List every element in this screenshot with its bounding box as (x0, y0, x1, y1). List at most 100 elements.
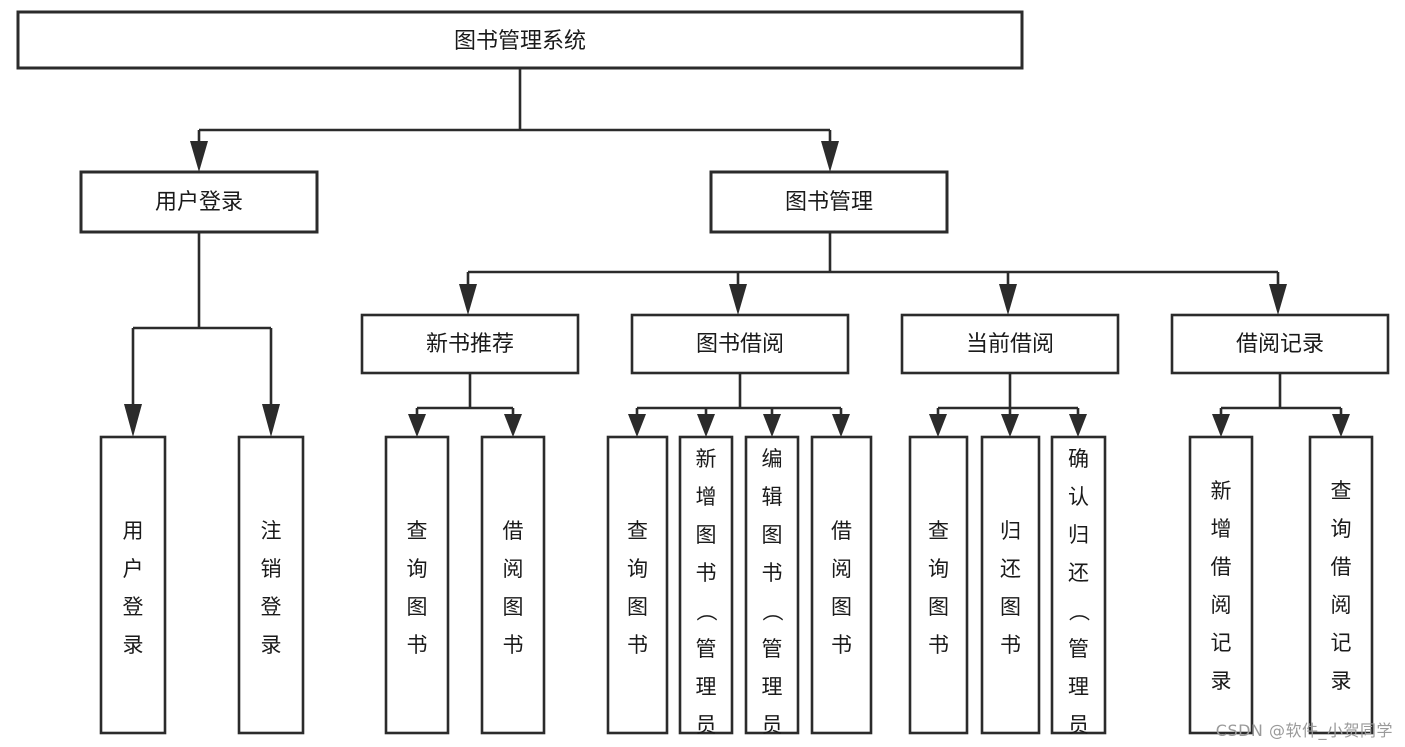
node-root-label: 图书管理系统 (454, 29, 586, 54)
node-leaf-add-borrow-record-box[interactable] (1188, 435, 1254, 735)
node-current-borrow-label: 当前借阅 (966, 332, 1054, 357)
node-user-login[interactable]: 用户登录 (79, 170, 319, 234)
node-leaf-return-book-box[interactable] (980, 435, 1041, 735)
leaf-label-char: 阅 (1331, 593, 1352, 617)
leaf-label-char: 注 (261, 519, 282, 543)
node-leaf-user-logout-box[interactable] (237, 435, 305, 735)
leaf-label-char: 认 (1068, 485, 1089, 509)
leaf-label-char: 借 (831, 519, 852, 543)
node-leaf-add-borrow-record[interactable] (1188, 435, 1254, 735)
node-leaf-return-book[interactable] (980, 435, 1041, 735)
arrow-head-leaf-query-book-rec (408, 414, 426, 437)
leaf-label-char: 书 (831, 633, 852, 657)
node-root-box[interactable] (16, 10, 1024, 70)
arrow-head-leaf-borrow-book-bor (832, 414, 850, 437)
node-leaf-borrow-book-bor[interactable] (810, 435, 873, 735)
leaf-label-char: 登 (261, 595, 282, 619)
leaf-label-char: 录 (1331, 669, 1352, 693)
node-new-book-recommend-box[interactable] (360, 313, 580, 375)
node-leaf-edit-book-admin-box[interactable] (744, 435, 800, 735)
node-leaf-query-book-cur-box[interactable] (908, 435, 969, 735)
leaf-label-char: 书 (407, 633, 428, 657)
node-book-manage-label: 图书管理 (785, 190, 873, 215)
leaf-label-char: 记 (1211, 631, 1232, 655)
leaf-label-char: （ (694, 601, 718, 622)
node-root[interactable]: 图书管理系统 (16, 10, 1024, 70)
arrow-head-leaf-return-book (1001, 414, 1019, 437)
leaf-label-char: 辑 (762, 485, 783, 509)
node-leaf-query-book-rec-box[interactable] (384, 435, 450, 735)
node-current-borrow-box[interactable] (900, 313, 1120, 375)
connector-layer (124, 68, 1350, 437)
node-borrow-record-label: 借阅记录 (1236, 332, 1324, 357)
arrow-head-leaf-add-book-admin (697, 414, 715, 437)
leaf-label-char: 理 (762, 675, 783, 699)
leaf-label-char: 理 (1068, 675, 1089, 699)
leaf-label-char: 询 (1331, 517, 1352, 541)
node-book-manage[interactable]: 图书管理 (709, 170, 949, 234)
node-borrow-record[interactable]: 借阅记录 (1170, 313, 1390, 375)
leaf-label-char: 图 (696, 523, 717, 547)
leaf-label-char: 阅 (831, 557, 852, 581)
leaf-label-char: 询 (407, 557, 428, 581)
leaf-label-char: 员 (696, 713, 717, 737)
leaf-label-char: 编 (762, 447, 783, 471)
node-borrow-record-box[interactable] (1170, 313, 1390, 375)
leaf-label-char: 借 (503, 519, 524, 543)
node-leaf-confirm-return-admin-box[interactable] (1050, 435, 1107, 735)
node-current-borrow[interactable]: 当前借阅 (900, 313, 1120, 375)
leaf-label-char: 管 (1068, 637, 1089, 661)
node-leaf-confirm-return-admin[interactable] (1050, 435, 1107, 735)
leaf-label-char: 记 (1331, 631, 1352, 655)
node-user-login-box[interactable] (79, 170, 319, 234)
leaf-label-char: 图 (627, 595, 648, 619)
leaf-label-char: 查 (627, 519, 648, 543)
node-leaf-borrow-book-bor-box[interactable] (810, 435, 873, 735)
leaf-label-char: 阅 (1211, 593, 1232, 617)
node-leaf-query-book-bor-box[interactable] (606, 435, 669, 735)
node-leaf-edit-book-admin[interactable] (744, 435, 800, 735)
leaf-label-char: 增 (696, 485, 717, 509)
leaf-label-char: 新 (1211, 479, 1232, 503)
node-leaf-borrow-book-rec[interactable] (480, 435, 546, 735)
node-leaf-add-book-admin[interactable] (678, 435, 734, 735)
leaf-label-char: 用 (123, 519, 144, 543)
leaf-label-char: 还 (1000, 557, 1021, 581)
node-book-borrow-label: 图书借阅 (696, 332, 784, 357)
node-leaf-user-login-box[interactable] (99, 435, 167, 735)
node-leaf-user-logout[interactable] (237, 435, 305, 735)
leaf-label-char: 管 (762, 637, 783, 661)
node-book-borrow[interactable]: 图书借阅 (630, 313, 850, 375)
node-leaf-query-book-cur[interactable] (908, 435, 969, 735)
node-book-borrow-box[interactable] (630, 313, 850, 375)
arrow-head-user-login (190, 141, 208, 172)
node-leaf-borrow-book-rec-box[interactable] (480, 435, 546, 735)
leaf-label-char: 登 (123, 595, 144, 619)
node-leaf-add-book-admin-box[interactable] (678, 435, 734, 735)
leaf-label-char: 阅 (503, 557, 524, 581)
leaf-label-char: 书 (1000, 633, 1021, 657)
leaf-label-char: 录 (123, 633, 144, 657)
leaf-label-char: 询 (928, 557, 949, 581)
node-leaf-query-book-bor[interactable] (606, 435, 669, 735)
arrow-head-leaf-user-logout (262, 404, 280, 437)
leaf-label-char: 图 (407, 595, 428, 619)
node-leaf-query-book-rec[interactable] (384, 435, 450, 735)
leaf-label-char: 图 (762, 523, 783, 547)
node-leaf-query-borrow-record-box[interactable] (1308, 435, 1374, 735)
node-book-manage-box[interactable] (709, 170, 949, 234)
arrow-head-leaf-edit-book-admin (763, 414, 781, 437)
node-leaf-query-borrow-record[interactable] (1308, 435, 1374, 735)
csdn-watermark: CSDN @软件_小贺同学 (1215, 721, 1393, 740)
node-new-book-recommend[interactable]: 新书推荐 (360, 313, 580, 375)
node-leaf-user-login[interactable] (99, 435, 167, 735)
